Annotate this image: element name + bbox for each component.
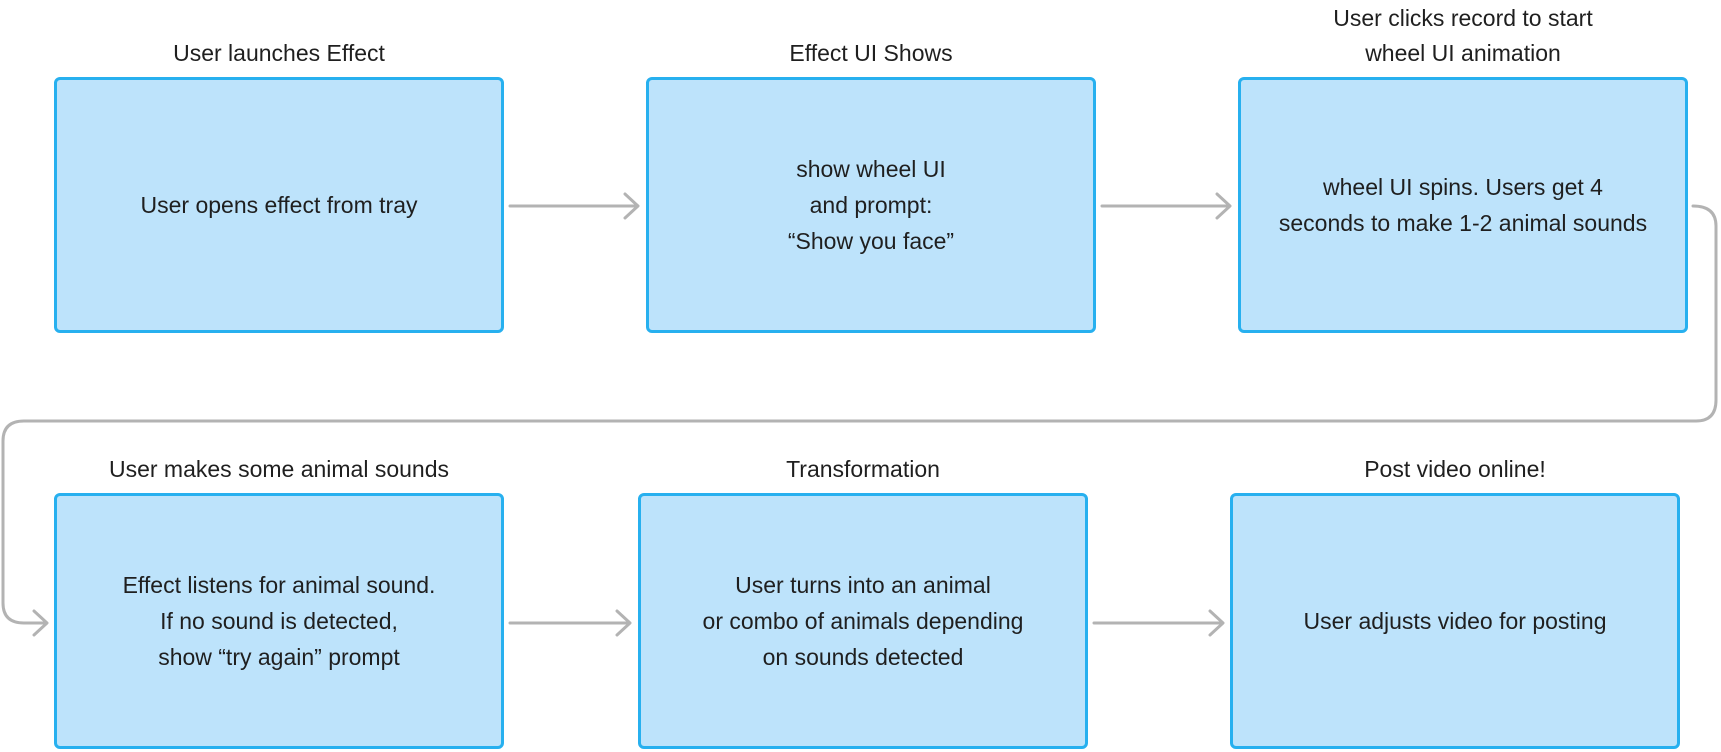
arrow-3-to-4 (1, 204, 1718, 637)
arrow-2-to-3 (1100, 192, 1232, 220)
step-2-body: show wheel UI and prompt: “Show you face… (787, 156, 955, 254)
step-5-box: User turns into an animal or combo of an… (638, 493, 1088, 749)
arrow-1-to-2 (508, 192, 640, 220)
step-1-body: User opens effect from tray (140, 192, 418, 218)
step-6-body: User adjusts video for posting (1303, 608, 1607, 634)
step-1-title: User launches Effect (173, 40, 385, 66)
step-6-box: User adjusts video for posting (1230, 493, 1680, 749)
step-5-title: Transformation (786, 456, 940, 482)
step-4-body: Effect listens for animal sound. If no s… (122, 572, 436, 670)
arrow-5-to-6 (1092, 609, 1225, 637)
arrow-4-to-5 (508, 609, 632, 637)
step-3-box: wheel UI spins. Users get 4 seconds to m… (1238, 77, 1688, 333)
step-3-title: User clicks record to start wheel UI ani… (1333, 5, 1593, 66)
step-2-title: Effect UI Shows (789, 40, 953, 66)
step-4-box: Effect listens for animal sound. If no s… (54, 493, 504, 749)
step-6-title: Post video online! (1364, 456, 1546, 482)
step-3-body: wheel UI spins. Users get 4 seconds to m… (1278, 174, 1648, 236)
step-4-title: User makes some animal sounds (108, 456, 450, 482)
step-2-box: show wheel UI and prompt: “Show you face… (646, 77, 1096, 333)
step-5-body: User turns into an animal or combo of an… (702, 572, 1024, 670)
step-1-box: User opens effect from tray (54, 77, 504, 333)
